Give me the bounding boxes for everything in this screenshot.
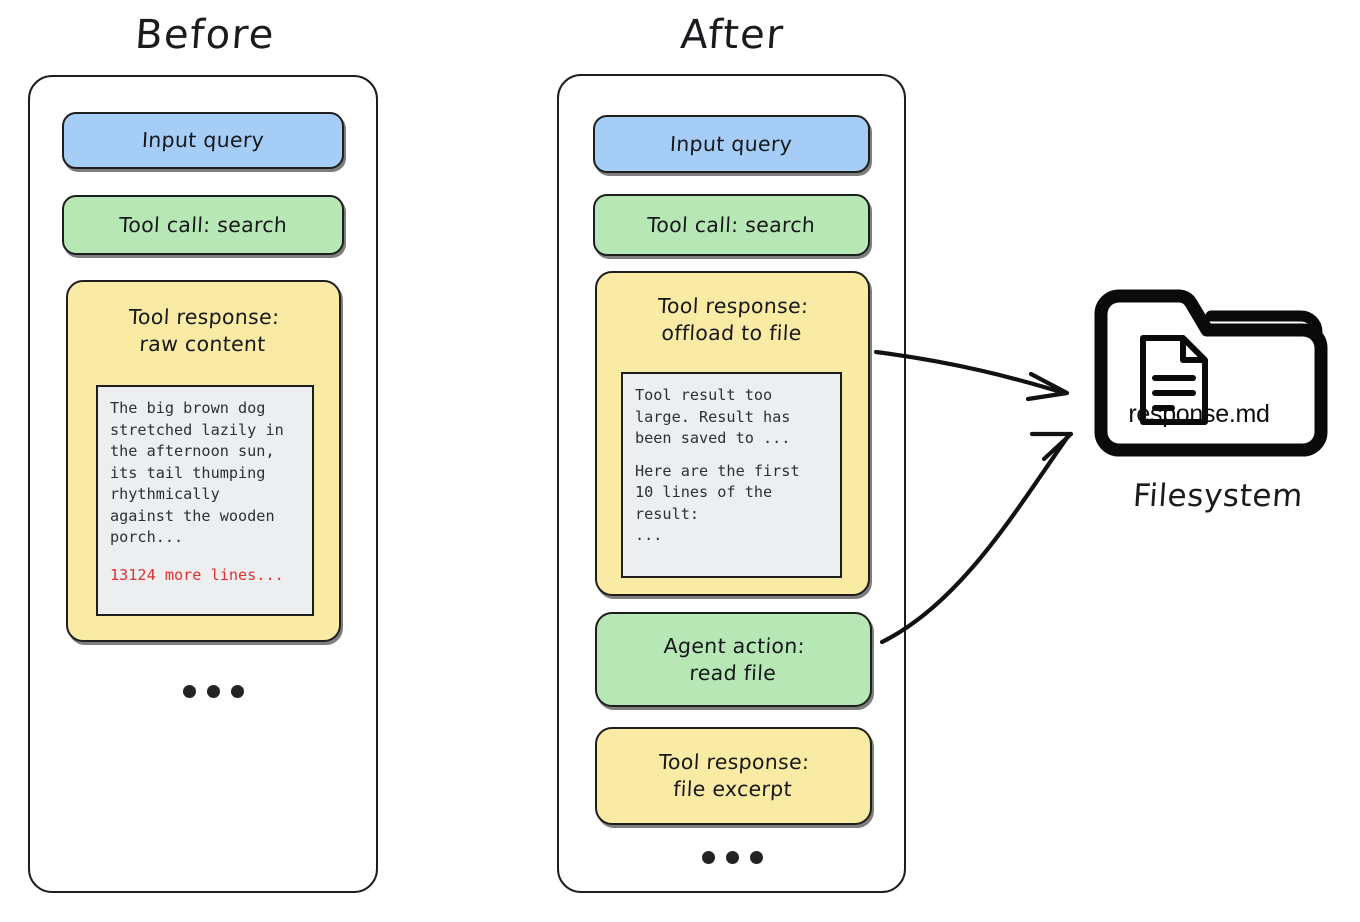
after-ellipsis-icon: [702, 851, 763, 864]
after-tool-response-excerpt-label: Tool response: file excerpt: [658, 750, 811, 801]
after-agent-action-label: Agent action: read file: [663, 633, 806, 685]
file-name-label: response.md: [1128, 400, 1270, 428]
before-more-lines-notice: 13124 more lines...: [110, 566, 284, 585]
before-block-input-query[interactable]: Input query: [62, 112, 344, 169]
before-input-query-label: Input query: [141, 128, 265, 153]
after-tool-call-label: Tool call: search: [646, 212, 817, 237]
after-block-input-query[interactable]: Input query: [593, 115, 870, 173]
after-tool-response-offload-label: Tool response: offload to file: [657, 294, 810, 345]
filesystem-caption: Filesystem: [1131, 478, 1305, 514]
before-ellipsis-icon: [183, 685, 244, 698]
before-code-body: The big brown dog stretched lazily in th…: [110, 399, 284, 547]
after-code-part2: Here are the first 10 lines of the resul…: [635, 461, 800, 545]
before-tool-response-label: Tool response: raw content: [128, 305, 281, 356]
after-input-query-label: Input query: [669, 131, 794, 156]
after-block-agent-action[interactable]: Agent action: read file: [595, 612, 872, 707]
after-block-tool-call[interactable]: Tool call: search: [593, 194, 870, 256]
filesystem-folder[interactable]: response.md: [1085, 280, 1360, 520]
arrow-offload-head-icon: [1025, 371, 1070, 402]
arrow-read-from-filesystem: [879, 432, 1072, 645]
column-title-before: Before: [133, 12, 277, 58]
document-icon: [1140, 335, 1208, 425]
before-block-tool-call[interactable]: Tool call: search: [62, 195, 344, 255]
after-offload-codebox: Tool result too large. Result has been s…: [621, 372, 842, 578]
before-raw-content-codebox: The big brown dog stretched lazily in th…: [96, 385, 314, 616]
after-block-tool-response-excerpt[interactable]: Tool response: file excerpt: [595, 727, 872, 825]
before-tool-call-label: Tool call: search: [118, 212, 288, 237]
arrow-read-head-icon: [1029, 431, 1074, 462]
folder-icon: [1094, 289, 1328, 457]
column-title-after: After: [679, 12, 786, 58]
after-code-part1: Tool result too large. Result has been s…: [635, 386, 791, 448]
